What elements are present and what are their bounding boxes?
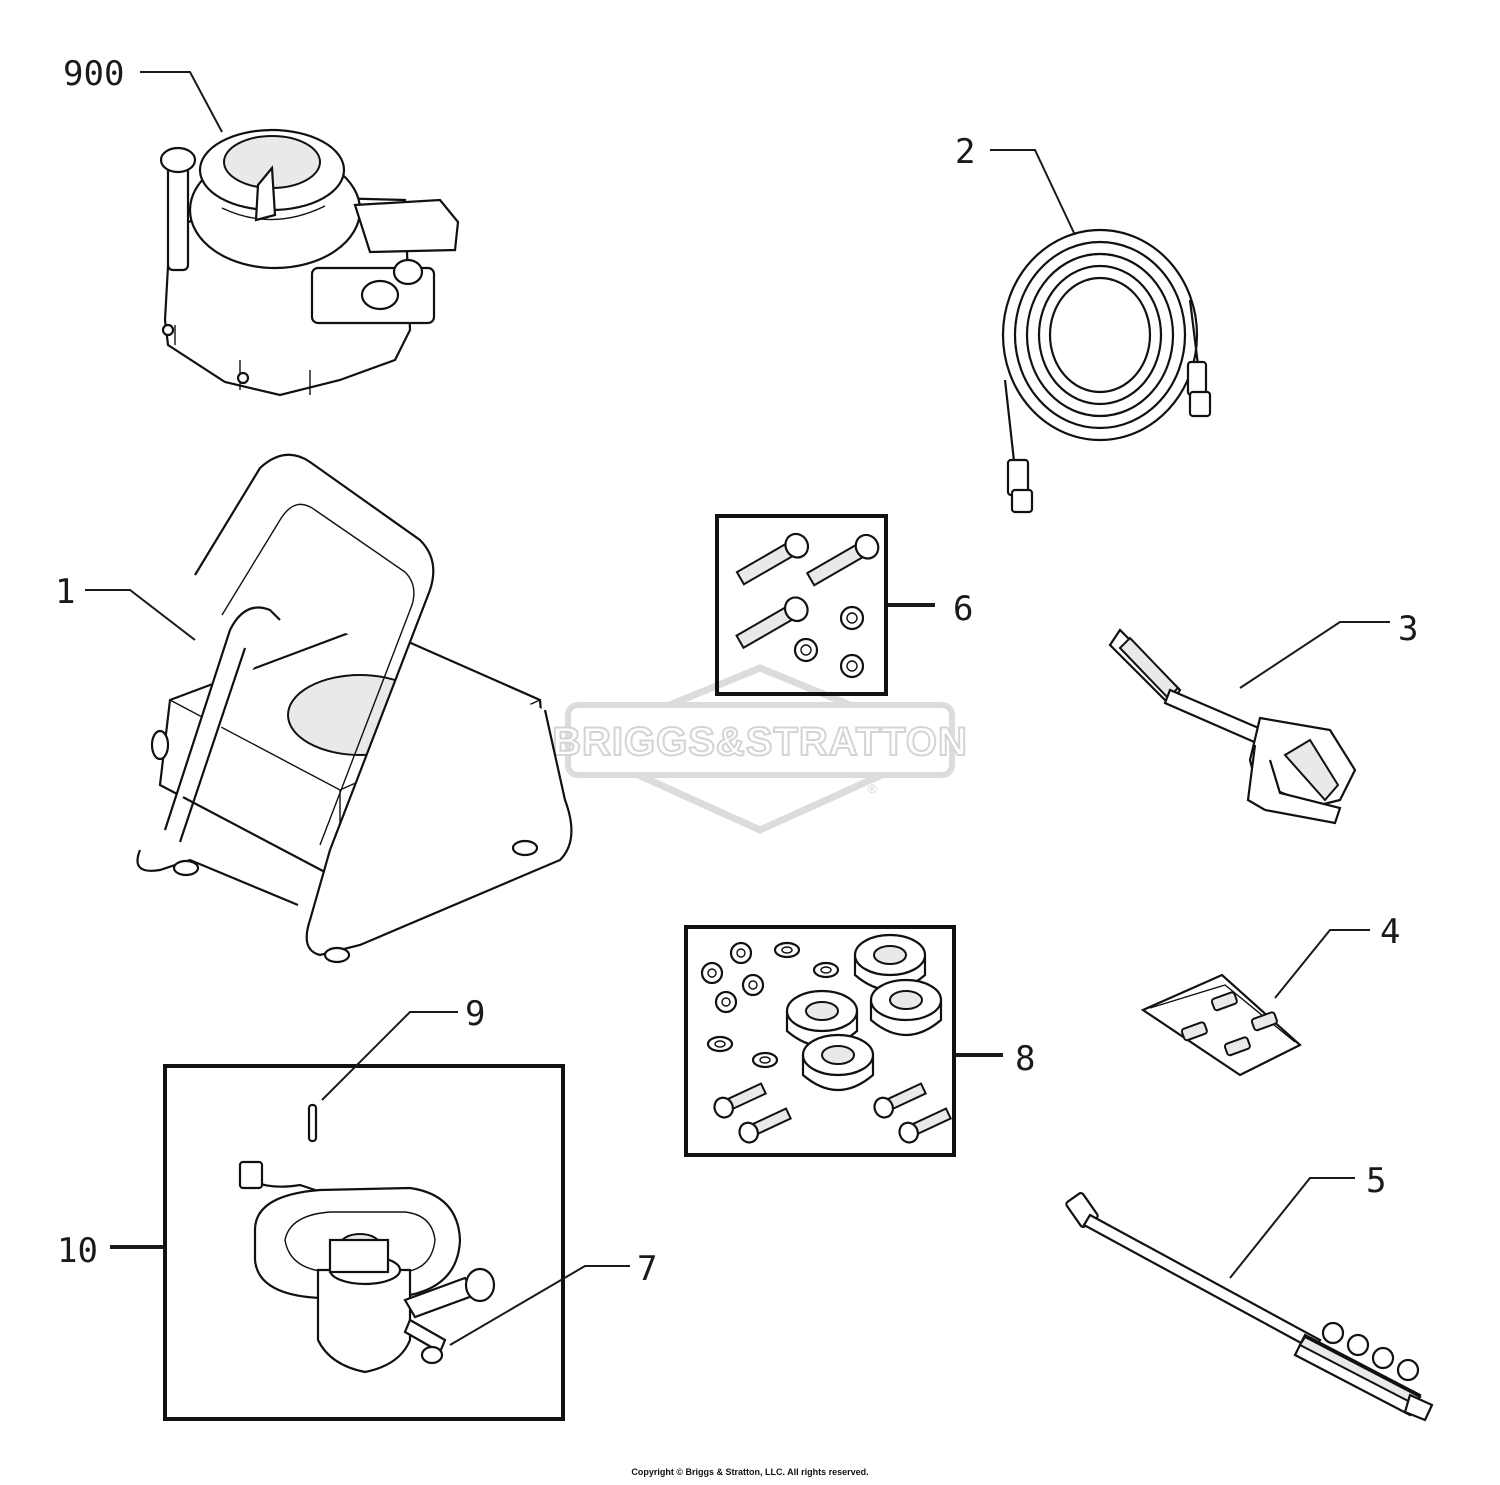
pin-part[interactable]: [307, 1103, 318, 1143]
callout-5-label: 5: [1366, 1161, 1386, 1201]
callout-9: 9: [321, 994, 485, 1101]
wand-part[interactable]: [1065, 1192, 1434, 1422]
callout-1: 1: [55, 572, 196, 641]
callout-4-label: 4: [1380, 912, 1400, 952]
callout-900-label: 900: [63, 54, 124, 94]
callout-8: 8: [956, 1039, 1035, 1079]
brand-watermark: BRIGGS&STRATTON ®: [551, 664, 968, 834]
copyright-footer: Copyright © Briggs & Stratton, LLC. All …: [631, 1467, 869, 1477]
nozzle-bag-part[interactable]: [1140, 973, 1302, 1077]
watermark-registered-mark: ®: [868, 782, 877, 796]
callout-3-label: 3: [1398, 609, 1418, 649]
hose-part[interactable]: [1001, 228, 1212, 514]
engine-part[interactable]: [159, 128, 460, 397]
pump-assembly-box: [163, 1064, 565, 1421]
callout-900: 900: [63, 54, 223, 133]
screw-kit-box: [715, 514, 888, 696]
callout-2: 2: [955, 132, 1076, 236]
callout-7: 7: [449, 1249, 657, 1346]
spray-gun-part[interactable]: [1108, 628, 1357, 825]
callout-2-label: 2: [955, 132, 975, 172]
callout-7-label: 7: [637, 1249, 657, 1289]
callout-10: 10: [57, 1231, 163, 1271]
callout-9-label: 9: [465, 994, 485, 1034]
callout-3: 3: [1239, 609, 1418, 689]
callout-6-label: 6: [953, 589, 973, 629]
callout-8-label: 8: [1015, 1039, 1035, 1079]
watermark-brand-text: BRIGGS&STRATTON: [552, 720, 968, 764]
callout-4: 4: [1274, 912, 1400, 999]
wheel-kit-part[interactable]: [700, 933, 953, 1145]
callout-10-label: 10: [57, 1231, 98, 1271]
screw-kit-part[interactable]: [734, 530, 882, 679]
pump-assembly-part[interactable]: [238, 1160, 496, 1374]
wheel-kit-box: [684, 925, 956, 1157]
callout-5: 5: [1229, 1161, 1386, 1279]
frame-base-part[interactable]: [136, 453, 573, 964]
callout-1-label: 1: [55, 572, 75, 612]
callout-6: 6: [888, 589, 973, 629]
